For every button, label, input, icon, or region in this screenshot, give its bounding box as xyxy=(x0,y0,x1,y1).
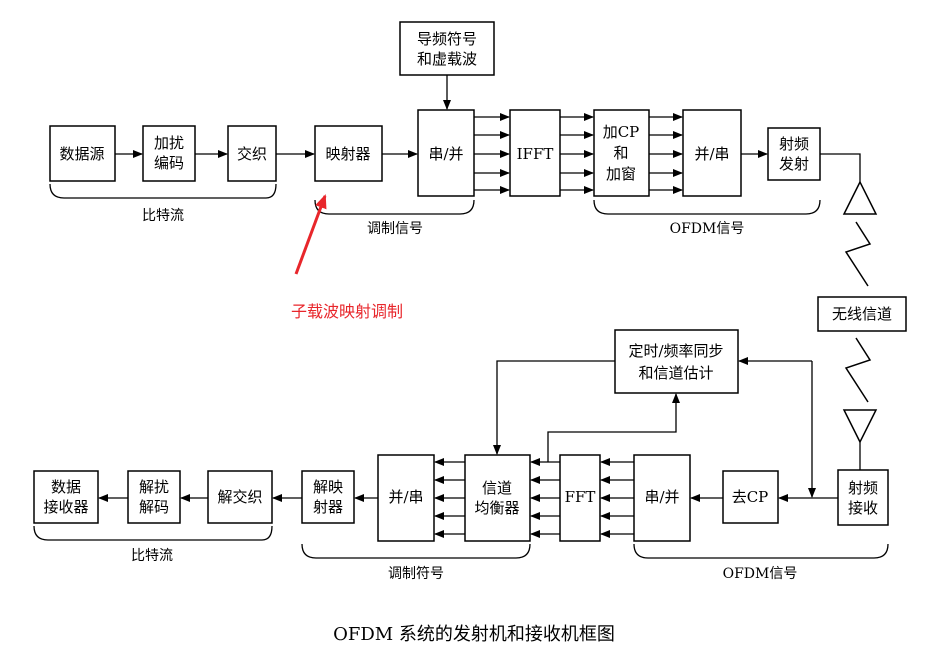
rx-brace-bitstream: 比特流 xyxy=(33,525,273,564)
rx-equalizer-label-1: 信道 xyxy=(482,479,512,497)
tx-mapper-block: 映射器 xyxy=(314,125,383,182)
tx-data-source-block: 数据源 xyxy=(49,125,116,182)
rx-brace-modulation-label: 调制符号 xyxy=(388,566,444,582)
rx-deinterleaver-label: 解交织 xyxy=(217,488,262,506)
rx-descrambler-label-2: 解码 xyxy=(139,498,169,516)
tx-interleaver-label: 交织 xyxy=(237,145,267,163)
rx-descrambler-label-1: 解扰 xyxy=(139,478,169,496)
rx-brace-bitstream-label: 比特流 xyxy=(131,548,173,564)
tx-cp-window-label-3: 加窗 xyxy=(606,165,636,183)
tx-brace-ofdm-label: OFDM信号 xyxy=(670,221,745,237)
channel-block: 无线信道 xyxy=(817,296,907,332)
rx-data-sink-label-2: 接收器 xyxy=(43,498,88,516)
tx-sp-block: 串/并 xyxy=(417,109,475,197)
tx-cp-window-label-2: 和 xyxy=(613,144,628,162)
channel-label: 无线信道 xyxy=(832,305,892,323)
tx-data-source-label: 数据源 xyxy=(59,145,104,163)
rx-descrambler-block: 解扰 解码 xyxy=(127,470,181,524)
tx-brace-modulation-label: 调制信号 xyxy=(367,221,423,237)
rx-data-sink-block: 数据 接收器 xyxy=(33,470,99,524)
rx-ps-block: 并/串 xyxy=(377,454,435,542)
lightning-upper-icon xyxy=(844,221,872,287)
rx-remove-cp-block: 去CP xyxy=(722,470,779,524)
rx-sync-block: 定时/频率同步 和信道估计 xyxy=(614,329,739,394)
rx-rf-label-2: 接收 xyxy=(848,499,878,517)
rx-antenna-icon xyxy=(842,409,878,470)
rx-sp-label: 串/并 xyxy=(644,488,679,506)
tx-rf-label-2: 发射 xyxy=(779,155,809,173)
rx-demapper-block: 解映 射器 xyxy=(301,470,355,524)
tx-cp-window-label-1: 加CP xyxy=(603,123,640,141)
tx-rf-label-1: 射频 xyxy=(779,135,809,153)
tx-scrambler-block: 加扰 编码 xyxy=(142,125,196,182)
rx-fft-block: FFT xyxy=(559,454,601,542)
tx-brace-bitstream-label: 比特流 xyxy=(142,208,184,224)
rx-ps-label: 并/串 xyxy=(388,488,423,506)
tx-pilot-label-1: 导频符号 xyxy=(417,30,477,48)
lightning-lower-icon xyxy=(844,337,872,403)
subcarrier-annotation-label: 子载波映射调制 xyxy=(291,302,403,321)
rx-connections xyxy=(98,357,838,538)
rx-sync-label-1: 定时/频率同步 xyxy=(628,342,723,360)
rx-equalizer-label-2: 均衡器 xyxy=(474,499,519,517)
rx-brace-modulation: 调制符号 xyxy=(301,543,531,582)
rx-remove-cp-label: 去CP xyxy=(732,488,769,506)
rx-sp-block: 串/并 xyxy=(633,454,691,542)
rx-brace-ofdm: OFDM信号 xyxy=(633,543,889,582)
tx-interleaver-block: 交织 xyxy=(227,125,277,182)
tx-ps-block: 并/串 xyxy=(682,109,742,197)
figure-caption: OFDM 系统的发射机和接收机框图 xyxy=(333,624,615,645)
tx-pilot-block: 导频符号 和虚载波 xyxy=(399,21,495,76)
tx-brace-ofdm: OFDM信号 xyxy=(593,199,821,237)
tx-scrambler-label-2: 编码 xyxy=(154,154,184,172)
rx-demapper-label-2: 射器 xyxy=(313,498,343,516)
tx-rf-block: 射频 发射 xyxy=(767,127,821,181)
rx-sync-label-2: 和信道估计 xyxy=(638,364,713,382)
tx-ifft-label: IFFT xyxy=(517,145,554,163)
rx-fft-label: FFT xyxy=(565,488,596,506)
rx-equalizer-block: 信道 均衡器 xyxy=(464,454,531,542)
rx-data-sink-label-1: 数据 xyxy=(51,478,81,496)
tx-sp-label: 串/并 xyxy=(428,145,463,163)
rx-rf-label-1: 射频 xyxy=(848,479,878,497)
subcarrier-annotation: 子载波映射调制 xyxy=(291,194,403,321)
tx-ps-label: 并/串 xyxy=(694,145,729,163)
rx-rf-block: 射频 接收 xyxy=(837,469,889,526)
tx-connections xyxy=(115,75,861,194)
tx-ifft-block: IFFT xyxy=(509,109,561,197)
tx-cp-window-block: 加CP 和 加窗 xyxy=(593,109,650,197)
tx-pilot-label-2: 和虚载波 xyxy=(417,50,477,68)
tx-antenna-icon xyxy=(842,180,878,215)
tx-brace-modulation: 调制信号 xyxy=(314,199,475,237)
tx-brace-bitstream: 比特流 xyxy=(49,183,277,224)
tx-mapper-label: 映射器 xyxy=(325,145,370,163)
rx-deinterleaver-block: 解交织 xyxy=(207,470,273,524)
tx-scrambler-label-1: 加扰 xyxy=(154,134,184,152)
rx-demapper-label-1: 解映 xyxy=(313,478,343,496)
rx-brace-ofdm-label: OFDM信号 xyxy=(723,566,798,582)
